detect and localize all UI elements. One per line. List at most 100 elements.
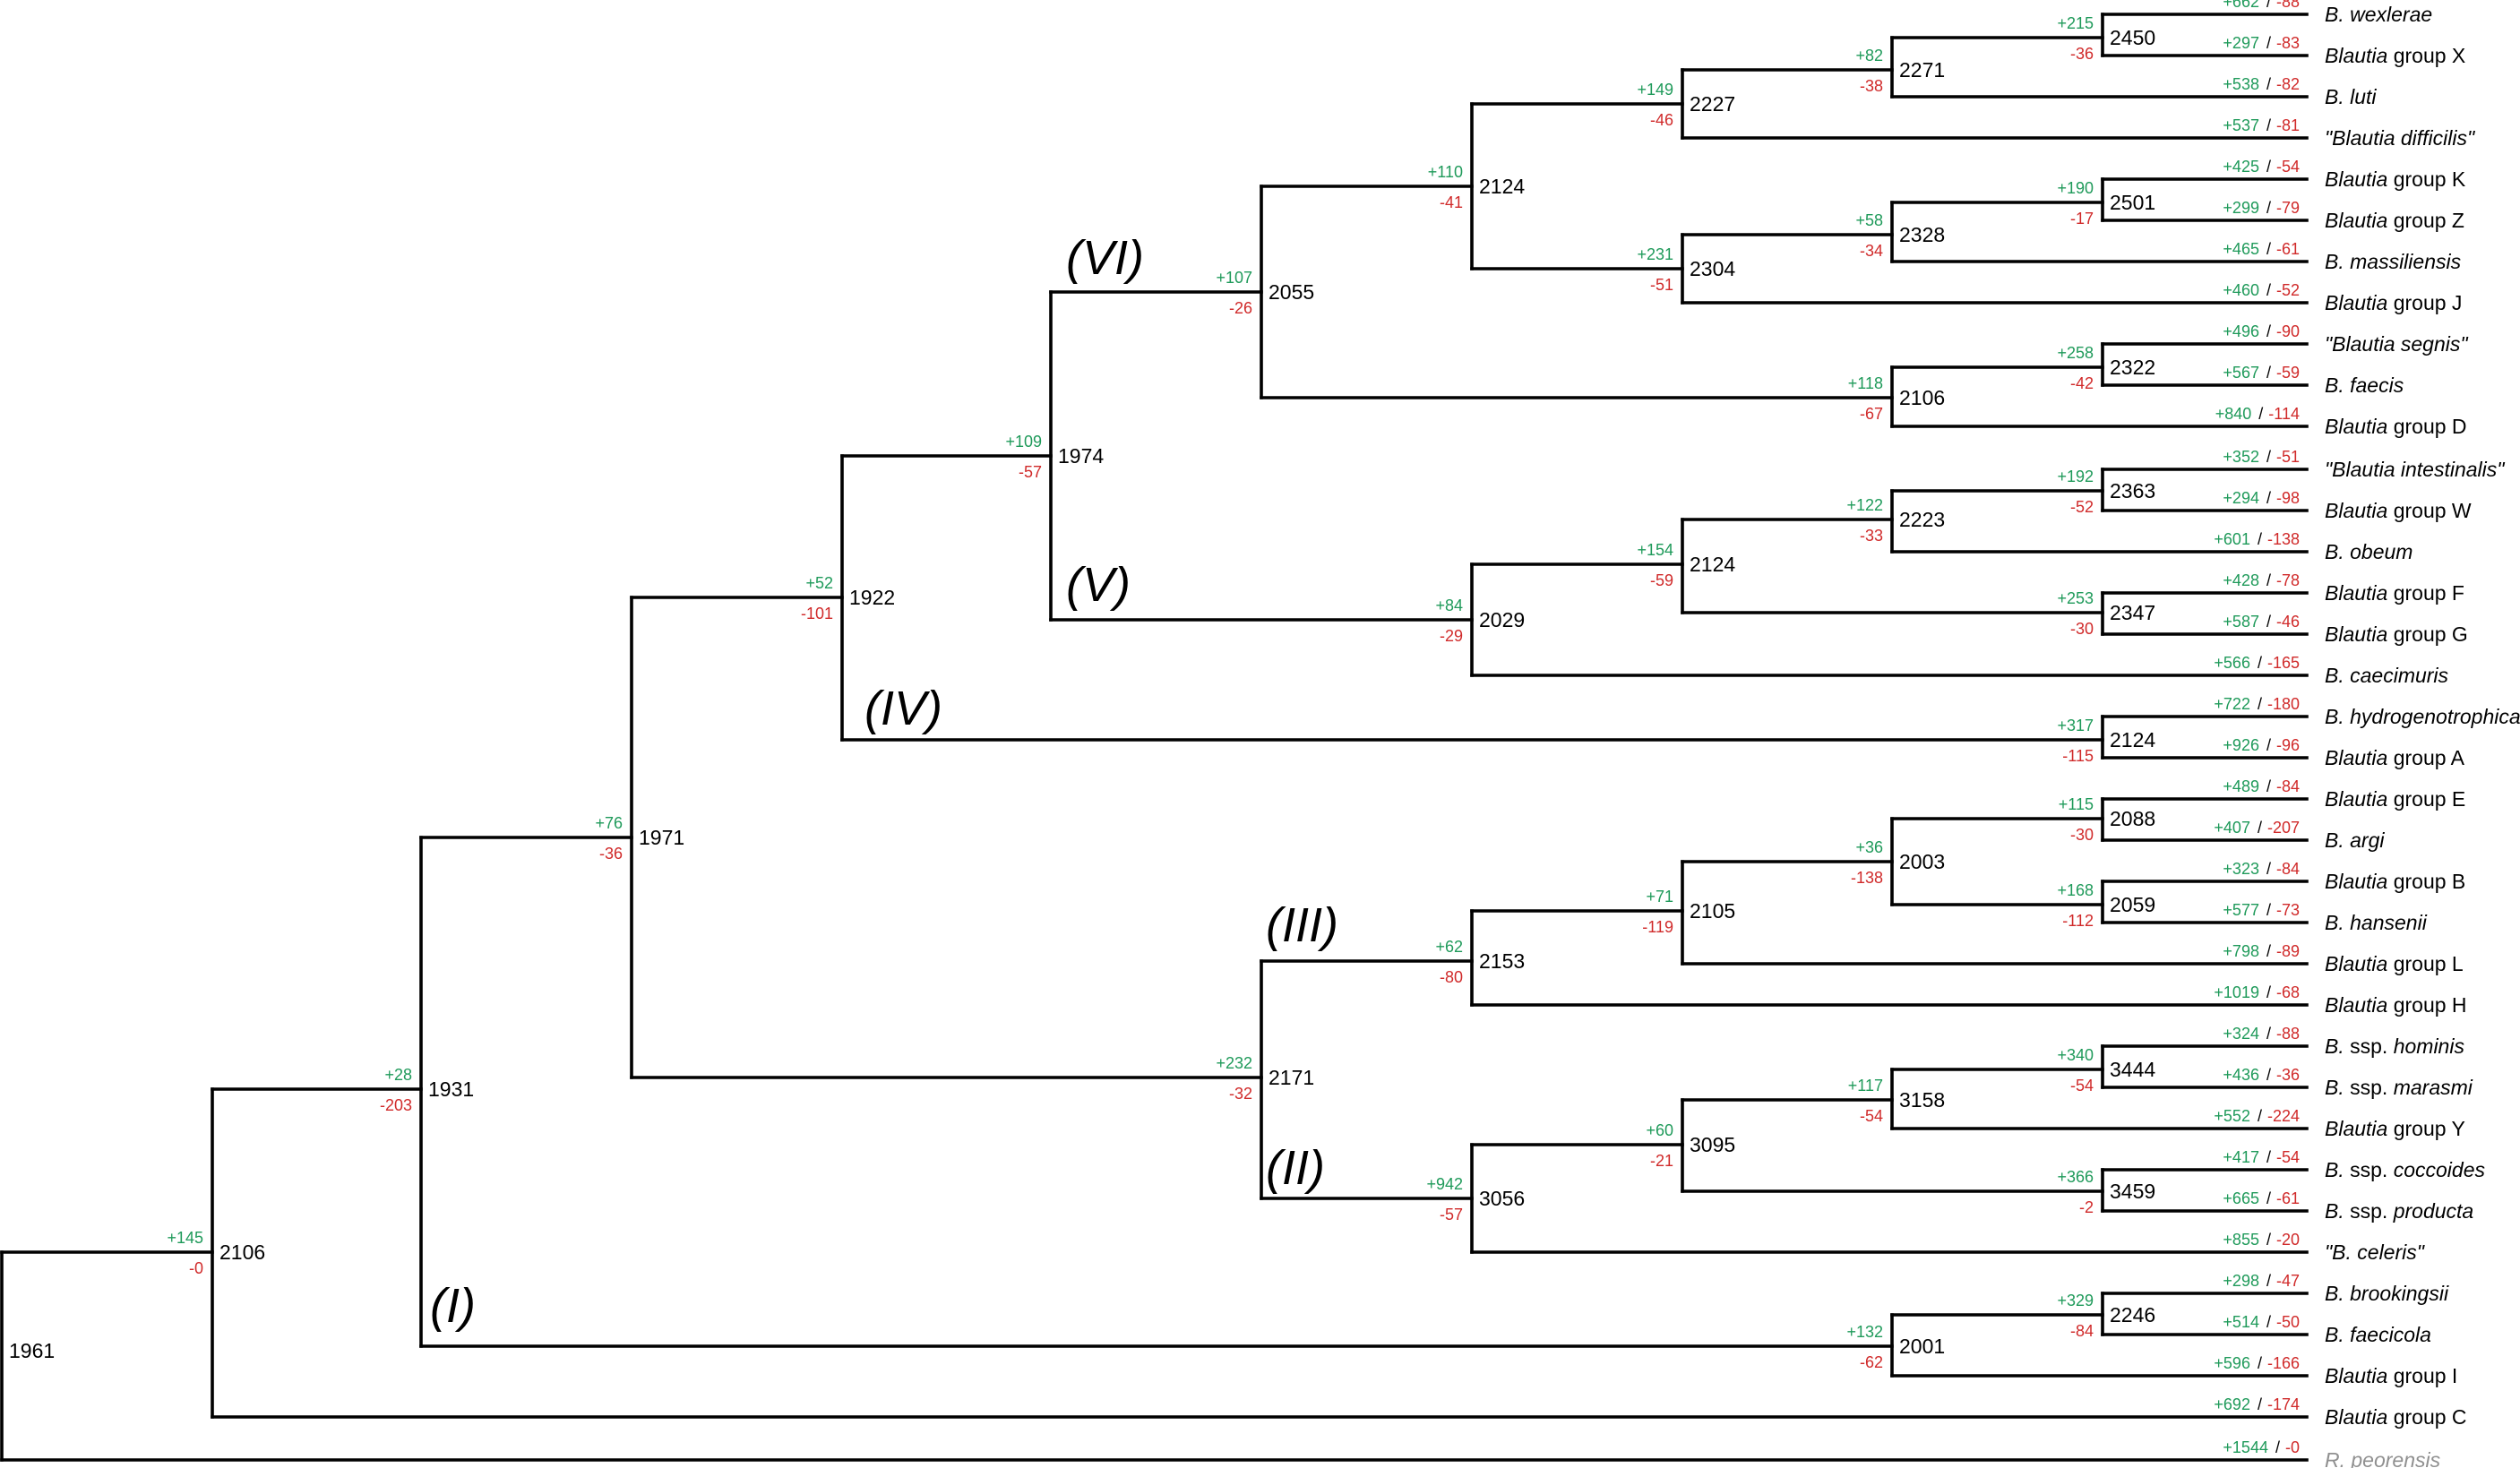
leaf-separator: /: [2266, 777, 2271, 795]
node-count: 2246: [2110, 1303, 2155, 1326]
node-gain: +71: [1646, 888, 1673, 906]
node-count: 3095: [1690, 1133, 1735, 1156]
node-count: 2363: [2110, 479, 2155, 502]
leaf-taxon-name: B. faecicola: [2325, 1323, 2431, 1346]
node-loss: -59: [1650, 571, 1673, 589]
node-gain: +215: [2057, 14, 2094, 32]
node-count: 2029: [1479, 608, 1525, 631]
node-loss: -29: [1440, 627, 1463, 645]
leaf-separator: /: [2258, 695, 2262, 713]
leaf-taxon-name: Blautia group B: [2325, 870, 2465, 893]
leaf-gain: +596: [2214, 1354, 2250, 1372]
leaf-separator: /: [2266, 571, 2271, 589]
node-loss: -51: [1650, 276, 1673, 294]
node-loss: -62: [1860, 1353, 1883, 1371]
leaf-taxon-name: "B. celeris": [2325, 1241, 2426, 1264]
node-loss: -101: [801, 605, 833, 622]
node-count: 2106: [1899, 386, 1945, 409]
node-loss: -36: [599, 845, 623, 863]
leaf-gain: +567: [2223, 364, 2259, 382]
node-gain: +62: [1435, 938, 1463, 956]
node-loss: -138: [1851, 869, 1883, 887]
node-count: 2501: [2110, 191, 2155, 214]
leaf-loss: -0: [2285, 1438, 2300, 1456]
leaf-taxon-name: Blautia group J: [2325, 291, 2462, 314]
leaf-separator: /: [2258, 654, 2262, 672]
node-loss: -41: [1440, 193, 1463, 211]
node-gain: +329: [2057, 1292, 2094, 1309]
leaf-loss: -96: [2276, 736, 2300, 754]
leaf-separator: /: [2266, 901, 2271, 919]
node-gain: +231: [1637, 245, 1673, 263]
clade-labels: (VI) (V) (IV) (III) (II) (I): [430, 231, 1338, 1333]
node-loss: -2: [2079, 1198, 2094, 1216]
leaf-loss: -52: [2276, 281, 2300, 299]
leaf-separator: /: [2266, 1231, 2271, 1249]
leaf-separator: /: [2266, 158, 2271, 176]
leaf-taxon-name: Blautia group L: [2325, 952, 2464, 975]
leaf-gain: +538: [2223, 75, 2259, 93]
node-gain: +253: [2057, 589, 2094, 607]
node-count: 2003: [1899, 850, 1945, 873]
node-gain: +110: [1428, 163, 1463, 181]
node-gain: +168: [2057, 881, 2094, 899]
leaf-loss: -83: [2276, 34, 2300, 52]
node-loss: -203: [380, 1096, 412, 1114]
leaf-loss: -165: [2267, 654, 2300, 672]
leaf-loss: -88: [2276, 0, 2300, 11]
node-count: 2328: [1899, 223, 1945, 246]
leaf-taxon-name: B. ssp. coccoides: [2325, 1158, 2485, 1181]
leaf-loss: -79: [2276, 199, 2300, 217]
node-gain: +28: [384, 1066, 412, 1084]
leaf-taxon-name: "Blautia difficilis": [2325, 126, 2476, 150]
node-gain: +76: [595, 814, 623, 832]
node-count: 2322: [2110, 356, 2155, 379]
leaf-gain: +417: [2223, 1148, 2259, 1166]
leaf-gain: +489: [2223, 777, 2259, 795]
leaf-taxon-name: B. ssp. marasmi: [2325, 1076, 2473, 1099]
leaf-separator: /: [2266, 1272, 2271, 1290]
leaf-gain: +855: [2223, 1231, 2259, 1249]
leaf-gain: +460: [2223, 281, 2259, 299]
leaf-taxon-name: B. brookingsii: [2325, 1282, 2449, 1305]
leaf-taxon-name: Blautia group I: [2325, 1364, 2457, 1387]
leaf-loss: -54: [2276, 1148, 2300, 1166]
node-count: 2055: [1269, 280, 1314, 304]
leaf-loss: -84: [2276, 777, 2300, 795]
leaf-taxon-name: R. peorensis: [2325, 1448, 2441, 1468]
leaf-taxon-name: Blautia group X: [2325, 44, 2465, 67]
leaf-separator: /: [2266, 281, 2271, 299]
leaf-separator: /: [2266, 0, 2271, 11]
node-loss: -115: [2062, 747, 2094, 765]
leaf-separator: /: [2266, 1148, 2271, 1166]
leaf-gain: +428: [2223, 571, 2259, 589]
leaf-loss: -98: [2276, 489, 2300, 507]
leaf-taxon-name: Blautia group D: [2325, 415, 2467, 438]
leaf-gain: +692: [2214, 1395, 2250, 1413]
node-loss: -112: [2062, 912, 2094, 930]
node-gain: +117: [1848, 1077, 1883, 1095]
leaf-gain: +552: [2214, 1107, 2250, 1125]
node-gain: +317: [2057, 717, 2094, 734]
node-gain: +60: [1646, 1121, 1673, 1139]
node-gain: +115: [2059, 795, 2094, 813]
leaf-loss: -68: [2276, 983, 2300, 1001]
node-count: 2001: [1899, 1335, 1945, 1358]
leaf-loss: -20: [2276, 1231, 2300, 1249]
leaf-separator: /: [2266, 860, 2271, 878]
node-gain: +340: [2057, 1046, 2094, 1064]
node-loss: -0: [189, 1259, 203, 1277]
node-loss: -21: [1650, 1152, 1673, 1170]
clade-label-iii: (III): [1266, 898, 1338, 952]
leaf-gain: +1019: [2214, 983, 2259, 1001]
node-loss: -54: [2070, 1077, 2094, 1095]
node-count: 2450: [2110, 26, 2155, 49]
node-gain: +82: [1855, 47, 1883, 64]
node-gain: +190: [2057, 179, 2094, 197]
leaf-taxon-name: B. massiliensis: [2325, 250, 2462, 273]
node-loss: -32: [1229, 1085, 1252, 1103]
leaf-loss: -180: [2267, 695, 2300, 713]
leaf-gain: +436: [2223, 1066, 2259, 1084]
leaf-taxon-name: B. wexlerae: [2325, 3, 2432, 26]
